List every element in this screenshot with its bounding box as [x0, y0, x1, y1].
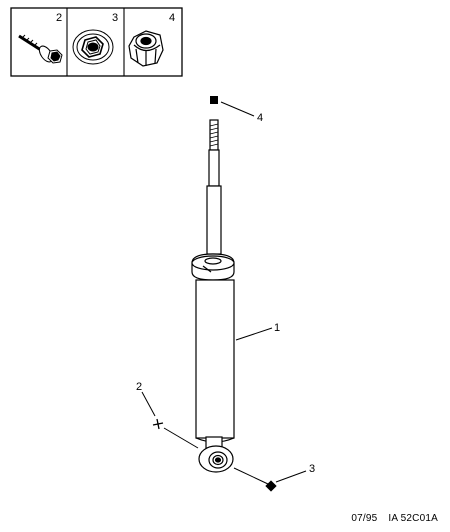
- bolt-icon: [18, 34, 63, 64]
- leader-bolt: [141, 391, 156, 417]
- legend-number-bolt: 2: [56, 12, 62, 24]
- shock-absorber: [191, 119, 235, 473]
- legend-number-nut: 4: [169, 12, 175, 24]
- figure-code: IA 52C01A: [388, 513, 438, 524]
- callout-bolt-number: 2: [136, 381, 142, 393]
- nut-marker: [210, 96, 218, 104]
- figure-reference: 07/95 IA 52C01A: [351, 513, 438, 524]
- leader-shock: [235, 327, 273, 341]
- callout-nut-number: 4: [257, 112, 263, 124]
- legend-number-washer: 3: [112, 12, 118, 24]
- leader-washer: [275, 470, 307, 483]
- figure-date: 07/95: [351, 513, 378, 524]
- parts-legend: 2 3 4: [10, 7, 183, 77]
- callout-shock-number: 1: [274, 322, 280, 334]
- callouts: [141, 101, 307, 483]
- leader-nut: [220, 101, 255, 117]
- nut-icon: [128, 30, 164, 67]
- callout-washer-number: 3: [309, 463, 315, 475]
- washer-icon: [72, 29, 114, 65]
- bolt-marker: [152, 418, 199, 449]
- washer-marker: [233, 467, 277, 492]
